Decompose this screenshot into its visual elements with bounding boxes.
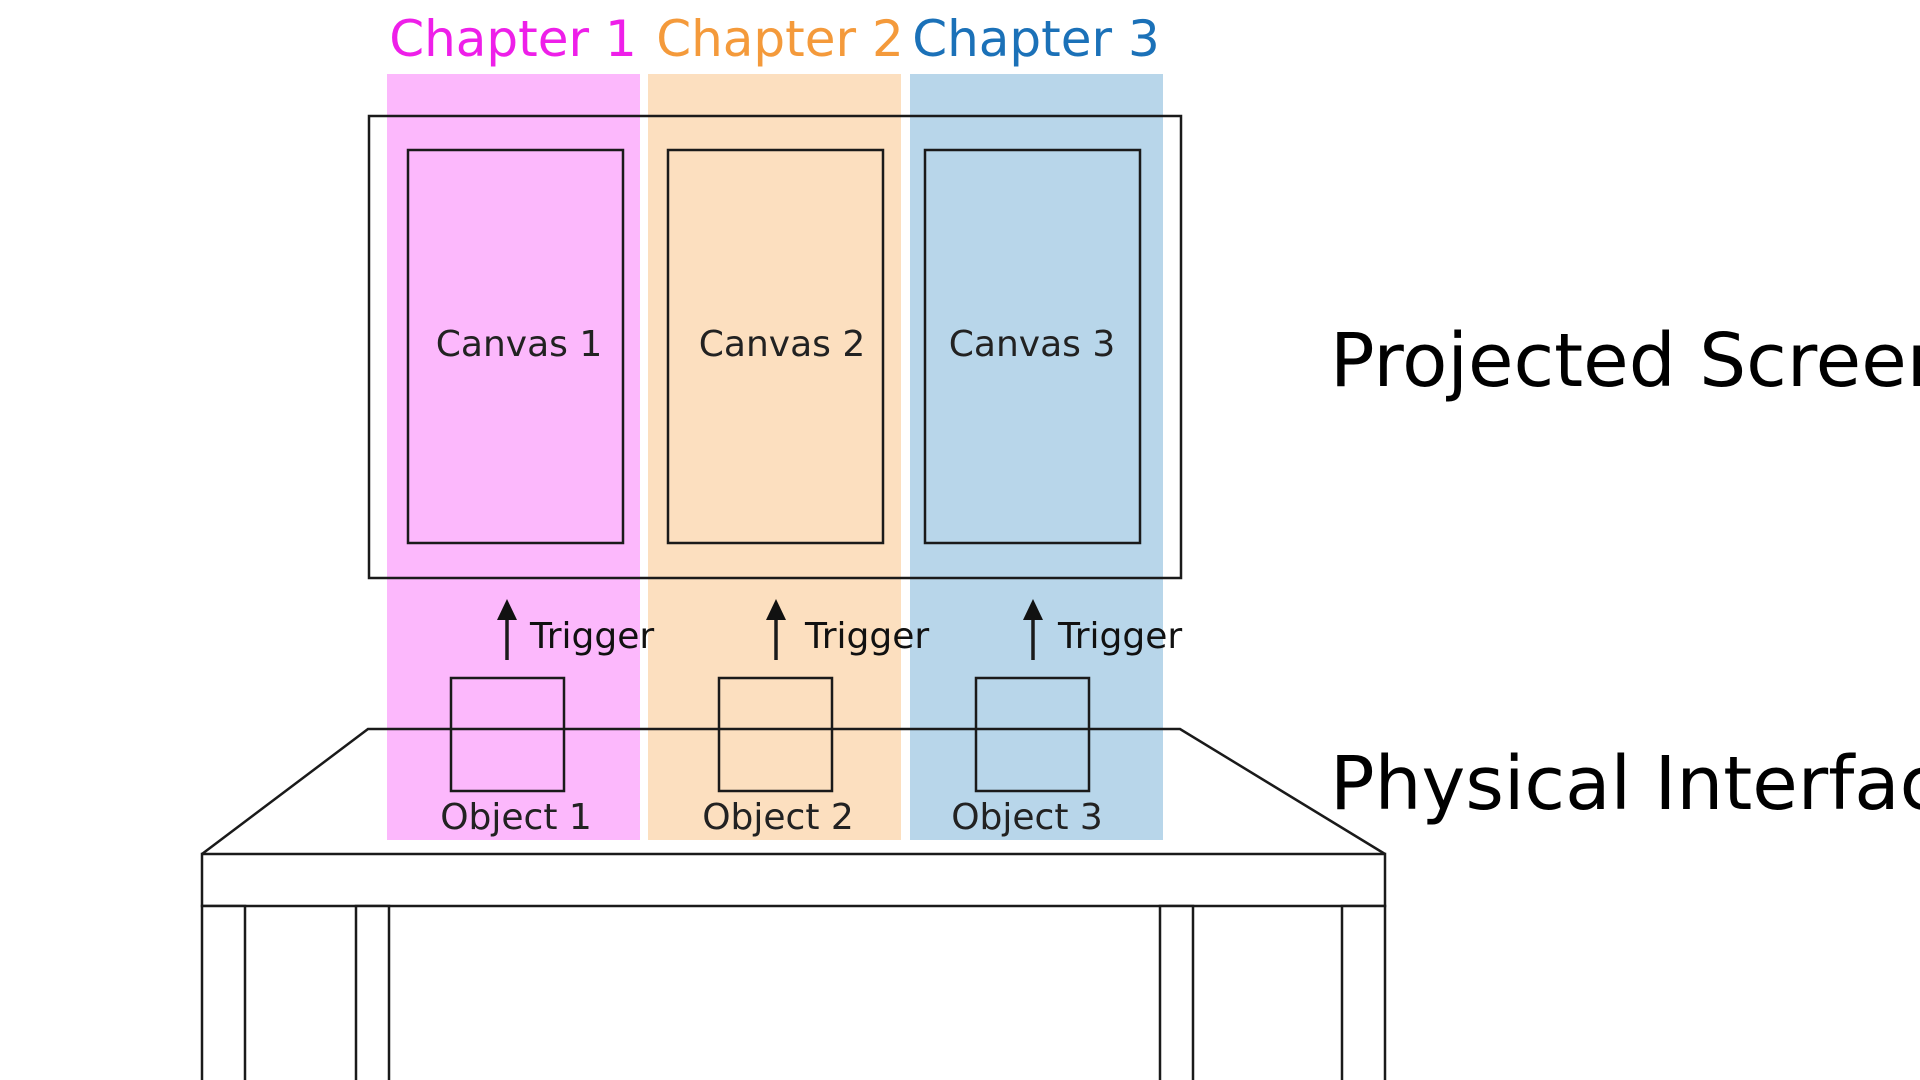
table-leg-right-inner	[1158, 904, 1195, 1080]
table-leg-right-outer	[1340, 904, 1387, 1080]
projected-screen-label: Projected Screen	[1330, 318, 1920, 404]
canvas-1-frame	[406, 148, 625, 545]
chapter-2-band	[648, 74, 901, 840]
object-2-box	[717, 676, 834, 793]
trigger-arrow-3	[1023, 599, 1043, 660]
canvas-2-frame	[666, 148, 885, 545]
table-leg-left-outer	[200, 904, 247, 1080]
trigger-3-label: Trigger	[1057, 616, 1182, 657]
canvas-3-frame	[923, 148, 1142, 545]
table-top-outline	[201, 727, 1386, 856]
canvas-2-label: Canvas 2	[699, 324, 865, 365]
chapter-3-title: Chapter 3	[912, 10, 1160, 68]
table-leg-left-inner	[354, 904, 391, 1080]
chapter-2-title: Chapter 2	[656, 10, 904, 68]
canvas-1-label: Canvas 1	[436, 324, 602, 365]
projected-screen-frame	[367, 114, 1183, 580]
chapter-3-band	[910, 74, 1163, 840]
canvas-3-label: Canvas 3	[949, 324, 1115, 365]
object-1-box	[449, 676, 566, 793]
object-1-label: Object 1	[440, 797, 592, 838]
physical-interface-label: Physical Interface	[1330, 741, 1920, 827]
trigger-2-label: Trigger	[804, 616, 929, 657]
table-front-edge	[200, 852, 1387, 908]
trigger-arrow-1	[497, 599, 517, 660]
trigger-arrow-2	[766, 599, 786, 660]
object-3-label: Object 3	[951, 797, 1103, 838]
chapter-1-title: Chapter 1	[389, 10, 637, 68]
chapter-1-band	[387, 74, 640, 840]
object-2-label: Object 2	[702, 797, 854, 838]
trigger-1-label: Trigger	[529, 616, 654, 657]
object-3-box	[974, 676, 1091, 793]
